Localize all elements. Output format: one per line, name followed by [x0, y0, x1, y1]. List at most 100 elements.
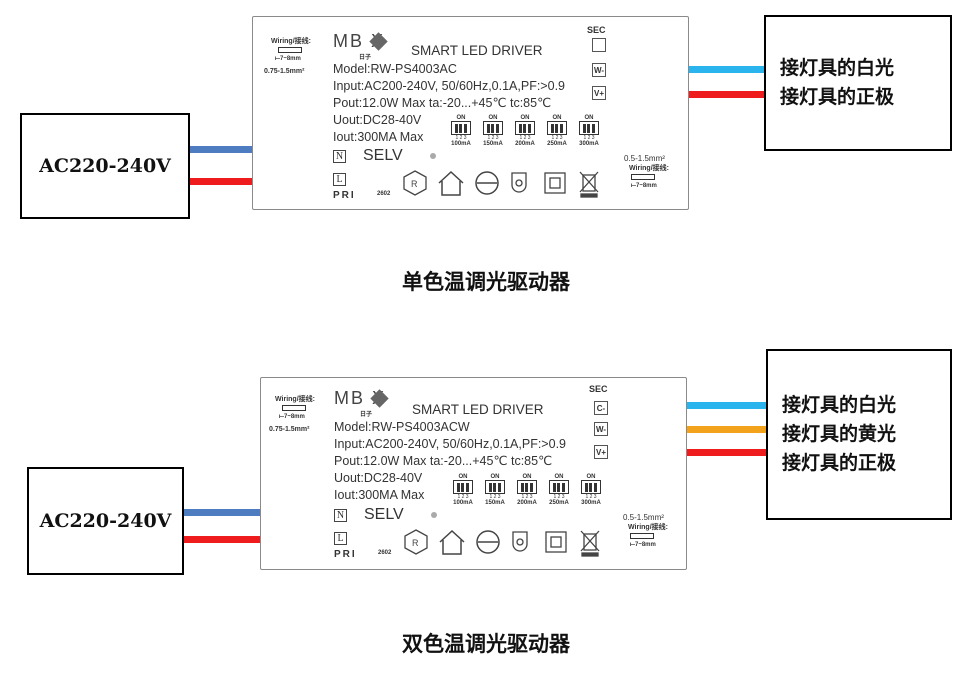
- dip-switch-icon: [517, 480, 537, 494]
- wiring-note-right: Wiring/接线:: [629, 165, 669, 172]
- primary-label: PRI: [334, 549, 357, 560]
- terminal-w-label: W-: [595, 424, 607, 434]
- yellow-light-wire: [687, 426, 766, 433]
- diagram-caption: 双色温调光驱动器: [402, 631, 570, 656]
- dip-pin-numbers: 1 2 3: [487, 135, 499, 141]
- product-title: SMART LED DRIVER: [412, 402, 544, 417]
- output-voltage-spec: Uout:DC28-40V: [334, 471, 423, 485]
- wiring-strip-length-right: ⟝7~8mm: [631, 183, 657, 189]
- positive-wire: [687, 449, 766, 456]
- dip-current-label: 250mA: [547, 141, 567, 147]
- rcm-icon: R: [403, 170, 427, 196]
- dip-on-label: ON: [586, 474, 596, 480]
- dip-switch-250ma: ON 1 2 3 250mA: [549, 474, 569, 506]
- dip-switch-100ma: ON 1 2 3 100mA: [451, 115, 471, 147]
- selv-mark: SELV: [363, 147, 403, 164]
- dip-switch-150ma: ON 1 2 3 150mA: [483, 115, 503, 147]
- neutral-terminal: N: [333, 150, 346, 163]
- dip-pin-numbers: 1 2 3: [553, 494, 565, 500]
- dip-switch-icon: [453, 480, 473, 494]
- single-color-driver-diagram: AC220-240V Wiring/接线: ⟝7~8mm 0.75-1.5mm²…: [0, 0, 972, 300]
- neutral-wire: [190, 146, 252, 153]
- output-current-spec: Iout:300MA Max: [334, 488, 425, 502]
- rcm-icon: R: [404, 529, 428, 555]
- sec-label: SEC: [587, 25, 606, 35]
- wire-strip-icon: [278, 47, 302, 53]
- wiring-strip-length-right: ⟝7~8mm: [630, 542, 656, 548]
- primary-label: PRI: [333, 190, 356, 201]
- terminal-c-minus: C-: [594, 401, 608, 415]
- wire-strip-icon: [630, 533, 654, 539]
- dip-switch-icon: [581, 480, 601, 494]
- dip-pin-numbers: 1 2 3: [521, 494, 533, 500]
- white-light-wire: [687, 402, 766, 409]
- ac-input-label: AC220-240V: [39, 155, 171, 177]
- live-terminal: L: [334, 532, 347, 545]
- dip-switch-300ma: ON 1 2 3 300mA: [581, 474, 601, 506]
- dip-pin-numbers: 1 2 3: [457, 494, 469, 500]
- output-voltage-spec: Uout:DC28-40V: [333, 113, 422, 127]
- terminal-w-minus: W-: [594, 422, 608, 436]
- dip-switch-300ma: ON 1 2 3 300mA: [579, 115, 599, 147]
- brand-logo-text: MB X: [333, 31, 386, 51]
- live-terminal-label: L: [337, 533, 344, 544]
- fixture-connection-box: 接灯具的白光 接灯具的黄光 接灯具的正极: [766, 349, 952, 520]
- dip-pin-numbers: 1 2 3: [551, 135, 563, 141]
- terminal-v-label: V+: [593, 88, 604, 98]
- dip-switch-250ma: ON 1 2 3 250mA: [547, 115, 567, 147]
- wire-strip-icon: [282, 405, 306, 411]
- certification-icons: R: [403, 170, 599, 198]
- output-positive-label: 接灯具的正极: [782, 452, 897, 474]
- weee-bin-icon: [580, 530, 600, 557]
- terminal-w-label: W-: [593, 65, 605, 75]
- wire-gauge-left: 0.75-1.5mm²: [269, 426, 310, 433]
- dip-switch-100ma: ON 1 2 3 100mA: [453, 474, 473, 506]
- wiring-strip-length-left: ⟝7~8mm: [275, 56, 301, 62]
- dip-current-label: 100mA: [453, 500, 473, 506]
- live-terminal-label: L: [336, 174, 343, 185]
- dip-current-label: 150mA: [483, 141, 503, 147]
- terminal-c: [592, 38, 606, 52]
- model-line: Model:RW-PS4003ACW: [334, 420, 470, 434]
- svg-text:R: R: [412, 538, 419, 548]
- wiring-note-left: Wiring/接线:: [275, 396, 315, 403]
- terminal-v-label: V+: [595, 447, 606, 457]
- neutral-wire: [184, 509, 260, 516]
- dip-on-label: ON: [522, 474, 532, 480]
- dip-current-label: 200mA: [515, 141, 535, 147]
- dip-current-label: 300mA: [579, 141, 599, 147]
- neutral-terminal: N: [334, 509, 347, 522]
- output-current-spec: Iout:300MA Max: [333, 130, 424, 144]
- brand-logo: MB X: [333, 31, 385, 52]
- ac-input-box: AC220-240V: [27, 467, 184, 575]
- dip-switch-200ma: ON 1 2 3 200mA: [517, 474, 537, 506]
- dip-current-label: 150mA: [485, 500, 505, 506]
- terminal-w-minus: W-: [592, 63, 606, 77]
- double-insulation-icon: [544, 172, 566, 194]
- wire-gauge-right: 0.5-1.5mm²: [624, 154, 665, 163]
- terminal-v-plus: V+: [594, 445, 608, 459]
- dip-on-label: ON: [554, 474, 564, 480]
- selv-mark: SELV: [364, 506, 404, 523]
- dip-on-label: ON: [552, 115, 562, 121]
- independent-driver-icon: [476, 530, 500, 554]
- neutral-terminal-label: N: [335, 151, 344, 162]
- led-indicator-dot: [430, 153, 436, 159]
- dip-switch-icon: [549, 480, 569, 494]
- wiring-strip-length-left: ⟝7~8mm: [279, 414, 305, 420]
- dip-pin-numbers: 1 2 3: [519, 135, 531, 141]
- input-spec: Input:AC200-240V, 50/60Hz,0.1A,PF:>0.9: [333, 79, 565, 93]
- ac-input-label: AC220-240V: [39, 510, 172, 532]
- dip-current-label: 100mA: [451, 141, 471, 147]
- wire-strip-icon: [631, 174, 655, 180]
- dip-on-label: ON: [456, 115, 466, 121]
- dip-switch-200ma: ON 1 2 3 200mA: [515, 115, 535, 147]
- dip-on-label: ON: [458, 474, 468, 480]
- ac-input-box: AC220-240V: [20, 113, 190, 219]
- product-title: SMART LED DRIVER: [411, 43, 543, 58]
- brand-logo-text: MB X: [334, 388, 387, 408]
- weee-bin-icon: [579, 171, 599, 198]
- driver-label-plate: Wiring/接线: ⟝7~8mm 0.75-1.5mm² MB X 日子 SM…: [260, 377, 687, 570]
- dual-color-driver-diagram: AC220-240V Wiring/接线: ⟝7~8mm 0.75-1.5mm²…: [0, 340, 972, 656]
- dip-switch-icon: [483, 121, 503, 135]
